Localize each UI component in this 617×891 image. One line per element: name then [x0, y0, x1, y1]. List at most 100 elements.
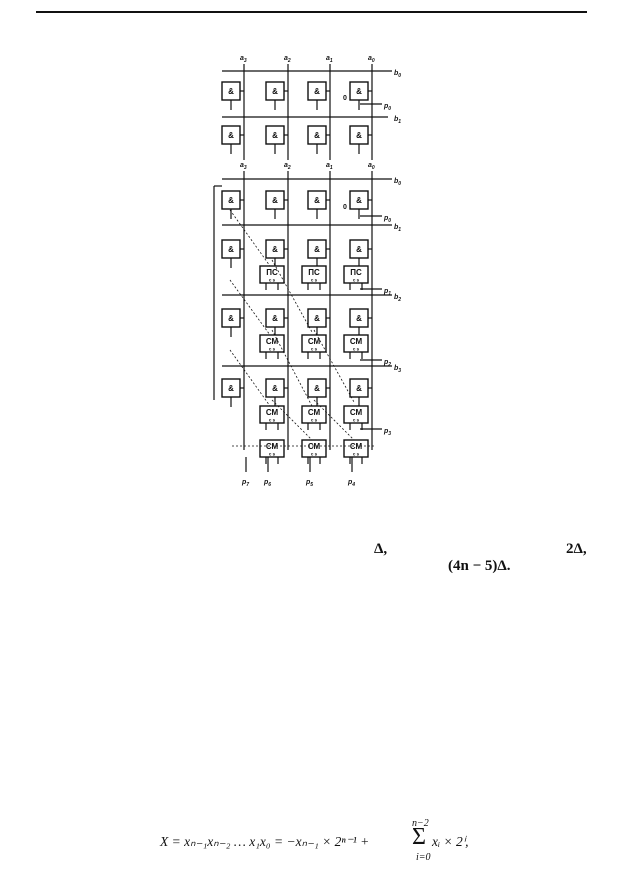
and-gate-label: &	[314, 245, 320, 254]
adder-cell	[343, 439, 369, 458]
adder-cell-sub: c s	[311, 452, 318, 457]
diagonal-wire	[313, 399, 355, 441]
and-gate-top-r1-label: &	[356, 87, 362, 96]
p-label-top: p0	[383, 103, 391, 112]
a-label-top: a0	[368, 55, 375, 64]
and-gate-top-r2-label: &	[272, 131, 278, 140]
a-label-top: a1	[326, 55, 333, 64]
and-gate-top-r1-label: &	[272, 87, 278, 96]
sum-lower-limit: i=0	[416, 852, 431, 863]
adder-cell-sub: c s	[353, 347, 360, 352]
adder-cell	[301, 265, 327, 284]
a-label: a0	[368, 162, 375, 171]
a-label: a2	[284, 162, 291, 171]
and-gate-label: &	[314, 314, 320, 323]
twos-complement-formula: X = xₙ₋₁xₙ₋₂ … x₁x₀ = −xₙ₋₁ × 2ⁿ⁻¹ + n−2…	[160, 818, 480, 868]
p-label: p3	[383, 428, 391, 437]
adder-cell-label: СМ	[308, 442, 321, 451]
adder-cell	[259, 334, 285, 353]
adder-cell	[301, 334, 327, 353]
and-gate-label: &	[356, 196, 362, 205]
b-label: b2	[394, 294, 401, 303]
and-gate-label: &	[228, 314, 234, 323]
a-label: a1	[326, 162, 333, 171]
and-gate-label: &	[356, 314, 362, 323]
adder-cell	[259, 265, 285, 284]
diagonal-wire	[271, 399, 313, 441]
and-gate-label: &	[228, 384, 234, 393]
sigma-symbol: Σ	[412, 824, 426, 850]
and-gate-label: &	[272, 314, 278, 323]
delay-expression: (4n − 5)Δ.	[448, 558, 511, 574]
and-gate-top-r1-label: &	[314, 87, 320, 96]
p-output-label: p5	[305, 479, 313, 488]
adder-cell	[343, 334, 369, 353]
b-label: b0	[394, 178, 401, 187]
adder-cell-sub: c s	[353, 278, 360, 283]
adder-cell-sub: c s	[269, 347, 276, 352]
p-label: p0	[383, 215, 391, 224]
and-gate-label: &	[356, 245, 362, 254]
p-label: p1	[383, 288, 391, 297]
and-gate-label: &	[356, 384, 362, 393]
and-gate-top-r1-label: &	[228, 87, 234, 96]
and-gate-top-r2-label: &	[314, 131, 320, 140]
adder-cell-label: СМ	[266, 337, 279, 346]
a-label-top: a3	[240, 55, 247, 64]
diagonal-wire	[229, 209, 271, 267]
adder-cell-label: ПС	[350, 268, 362, 277]
formula-tail: xᵢ × 2ⁱ,	[432, 834, 469, 849]
p-label: p2	[383, 359, 391, 368]
adder-cell	[259, 405, 285, 424]
adder-cell-label: ПС	[266, 268, 278, 277]
adder-cell	[343, 265, 369, 284]
adder-cell-label: СМ	[308, 408, 321, 417]
diagonal-wire	[313, 329, 355, 403]
adder-cell-label: СМ	[350, 442, 363, 451]
adder-cell-sub: c s	[311, 278, 318, 283]
adder-cell-sub: c s	[269, 452, 276, 457]
a-label: a3	[240, 162, 247, 171]
adder-cell	[343, 405, 369, 424]
and-gate-label: &	[272, 245, 278, 254]
diagonal-wire	[271, 259, 313, 333]
sum-upper-limit: n−2	[412, 818, 429, 829]
adder-cell	[259, 439, 285, 458]
zero-label-top: 0	[343, 95, 347, 102]
adder-cell-label: СМ	[266, 442, 279, 451]
and-gate-label: &	[228, 245, 234, 254]
b-label: b3	[394, 365, 401, 374]
b-label-top: b0	[394, 70, 401, 79]
top-rule	[36, 11, 587, 13]
adder-cell-sub: c s	[269, 278, 276, 283]
adder-cell-sub: c s	[353, 418, 360, 423]
formula-main: X = xₙ₋₁xₙ₋₂ … x₁x₀ = −xₙ₋₁ × 2ⁿ⁻¹ +	[160, 834, 370, 849]
and-gate-label: &	[272, 196, 278, 205]
and-gate-label: &	[314, 196, 320, 205]
adder-cell-label: СМ	[350, 408, 363, 417]
and-gate-label: &	[228, 196, 234, 205]
two-delta-symbol: 2Δ,	[566, 541, 587, 557]
adder-cell-label: ПС	[308, 268, 320, 277]
and-gate-label: &	[272, 384, 278, 393]
adder-cell	[301, 405, 327, 424]
b-label: b1	[394, 224, 401, 233]
diagonal-wire	[229, 279, 271, 336]
and-gate-label: &	[314, 384, 320, 393]
and-gate-top-r2-label: &	[228, 131, 234, 140]
p-output-label: p7	[241, 479, 249, 488]
p-output-label: p4	[347, 479, 355, 488]
a-label-top: a2	[284, 55, 291, 64]
adder-cell	[301, 439, 327, 458]
and-gate-top-r2-label: &	[356, 131, 362, 140]
p-output-label: p6	[263, 479, 271, 488]
adder-cell-sub: c s	[269, 418, 276, 423]
zero-label: 0	[343, 204, 347, 211]
adder-cell-sub: c s	[353, 452, 360, 457]
delta-symbol: Δ,	[374, 541, 388, 557]
diagonal-wire	[229, 349, 271, 407]
adder-cell-sub: c s	[311, 347, 318, 352]
adder-cell-label: СМ	[266, 408, 279, 417]
adder-cell-label: СМ	[308, 337, 321, 346]
